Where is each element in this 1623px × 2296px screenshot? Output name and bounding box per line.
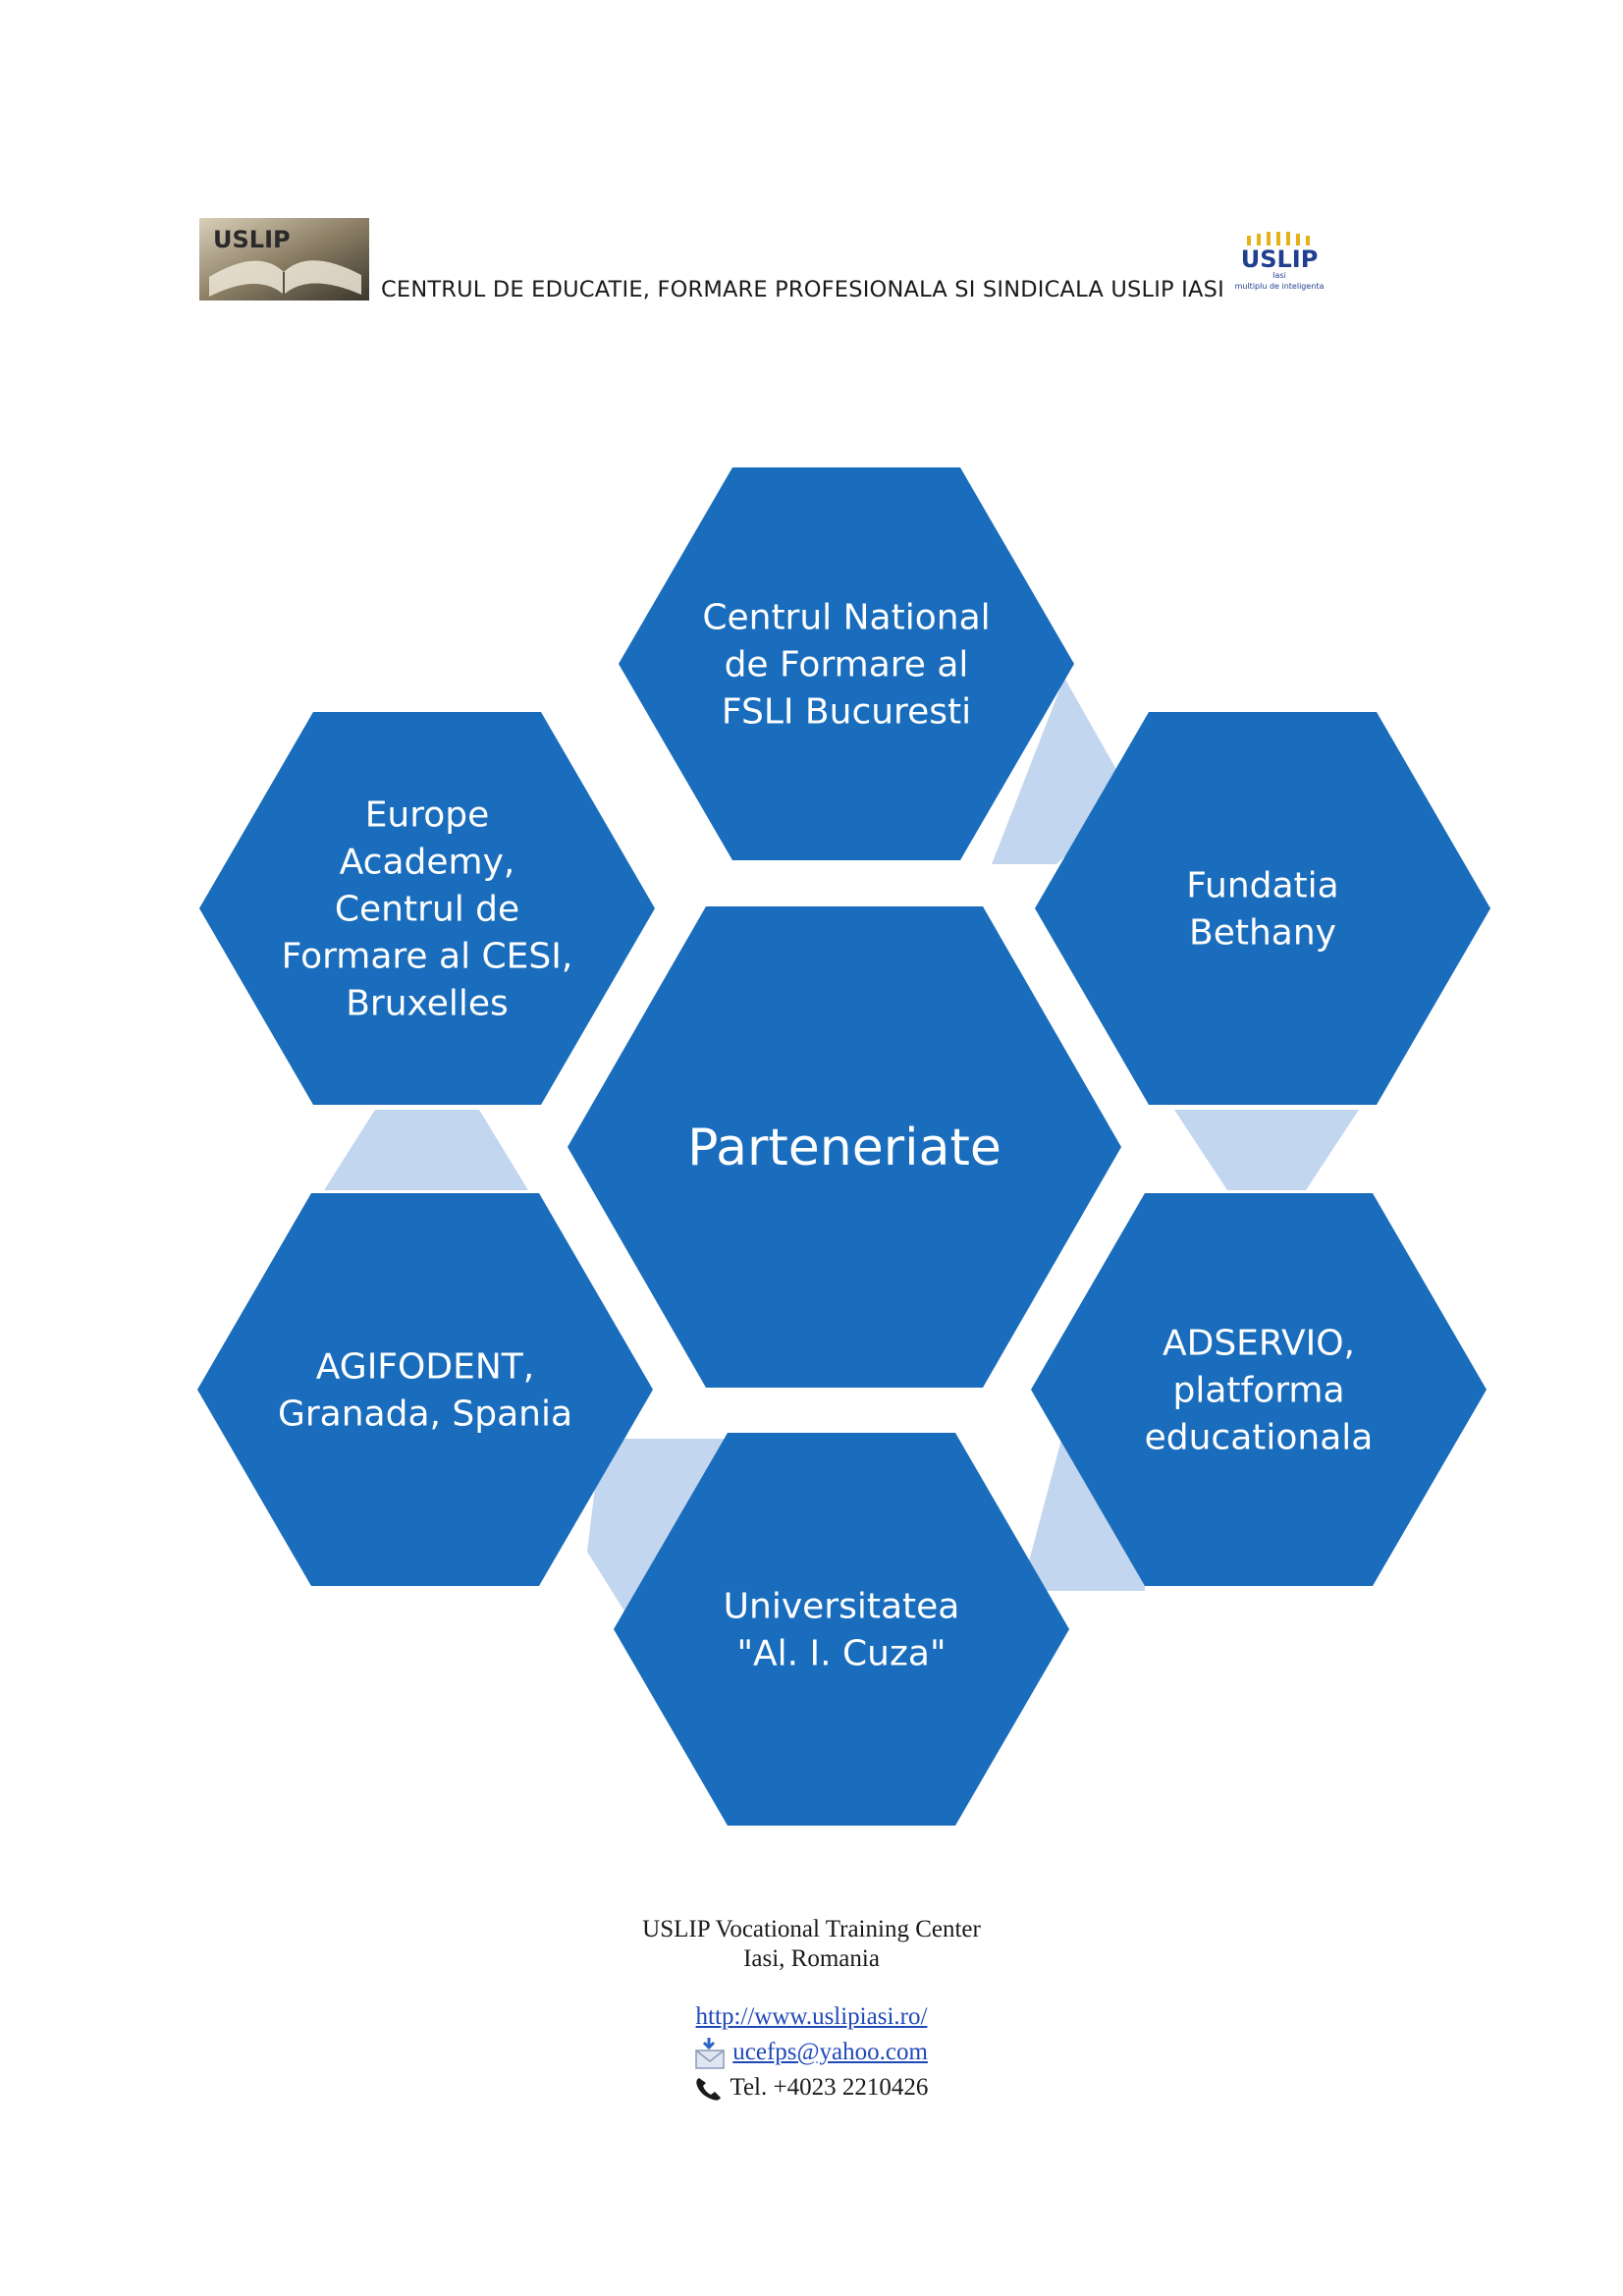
center-label-line: Parteneriate <box>687 1119 1001 1177</box>
partner-label-3-line: educationala <box>1145 1418 1374 1458</box>
footer-org-name: USLIP Vocational Training Center <box>642 1916 981 1942</box>
partner-label-2-line: Fundatia <box>1186 866 1338 906</box>
partner-hexagon-2 <box>1035 712 1490 1105</box>
partner-label-6-line: Bruxelles <box>346 984 509 1024</box>
partner-label-6-line: Centrul de <box>335 890 519 930</box>
partner-hexagon-1 <box>619 467 1074 860</box>
hexagons: Centrul National de Formare al FSLI Bucure… <box>197 467 1490 1826</box>
partner-label-1: Centrul National de Formare al FSLI Bucure… <box>702 598 990 733</box>
email-link[interactable]: ucefps@yahoo.com <box>732 2039 928 2065</box>
logo-right-sub1: Iasi <box>1272 271 1286 280</box>
partner-label-2-line: Bethany <box>1189 913 1336 954</box>
phone-icon <box>695 2078 721 2101</box>
partner-label-1-line: Centrul National <box>702 598 990 638</box>
connector-5 <box>324 1110 528 1190</box>
phone-number: Tel. +4023 2210426 <box>730 2074 929 2101</box>
partner-label-6-line: Academy, <box>340 843 515 883</box>
partner-hexagon-3 <box>1031 1193 1487 1586</box>
partner-label-6-line: Europe <box>365 795 490 836</box>
partner-label-4-line: Universitatea <box>724 1587 960 1627</box>
partner-label-1-line: de Formare al <box>725 645 969 685</box>
sun-rays-icon <box>1247 232 1310 246</box>
partner-label-4-line: "Al. I. Cuza" <box>736 1634 946 1674</box>
logo-left-text: USLIP <box>213 226 291 253</box>
partner-hexagon-5 <box>197 1193 653 1586</box>
partner-label-1-line: FSLI Bucuresti <box>722 692 971 733</box>
envelope-icon <box>695 2038 725 2070</box>
partner-label-3-line: ADSERVIO, <box>1163 1324 1355 1364</box>
footer: USLIP Vocational Training Center Iasi, R… <box>0 1915 1623 2105</box>
partner-label-5-line: AGIFODENT, <box>316 1347 534 1388</box>
logo-right-sub2: multiplu de inteligenta <box>1235 282 1325 291</box>
website-link[interactable]: http://www.uslipiasi.ro/ <box>695 2003 928 2030</box>
partner-label-5-line: Granada, Spania <box>278 1394 572 1435</box>
connector-4 <box>587 1439 727 1630</box>
logo-right-text: USLIP <box>1241 246 1319 273</box>
footer-contacts: http://www.uslipiasi.ro/ ucefps@yahoo.co… <box>0 1999 1623 2105</box>
connector-2 <box>1174 1110 1359 1190</box>
partner-label-3-line: platforma <box>1172 1371 1344 1411</box>
partner-hexagon-4 <box>614 1433 1069 1826</box>
partner-hexagon-6 <box>199 712 655 1105</box>
header-title: CENTRUL DE EDUCATIE, FORMARE PROFESIONAL… <box>381 277 1224 302</box>
center-label: Parteneriate <box>687 1119 1001 1177</box>
partner-label-3: ADSERVIO, platforma educationala <box>1145 1324 1374 1458</box>
uslip-book-logo: USLIP <box>199 218 369 301</box>
footer-location: Iasi, Romania <box>743 1945 880 1972</box>
partner-label-5: AGIFODENT, Granada, Spania <box>278 1347 572 1435</box>
center-hexagon <box>568 906 1121 1388</box>
partner-label-4: Universitatea "Al. I. Cuza" <box>724 1587 960 1674</box>
partner-label-6-line: Formare al CESI, <box>282 937 573 977</box>
uslip-iasi-logo: USLIP Iasi multiplu de inteligenta <box>1235 232 1325 291</box>
